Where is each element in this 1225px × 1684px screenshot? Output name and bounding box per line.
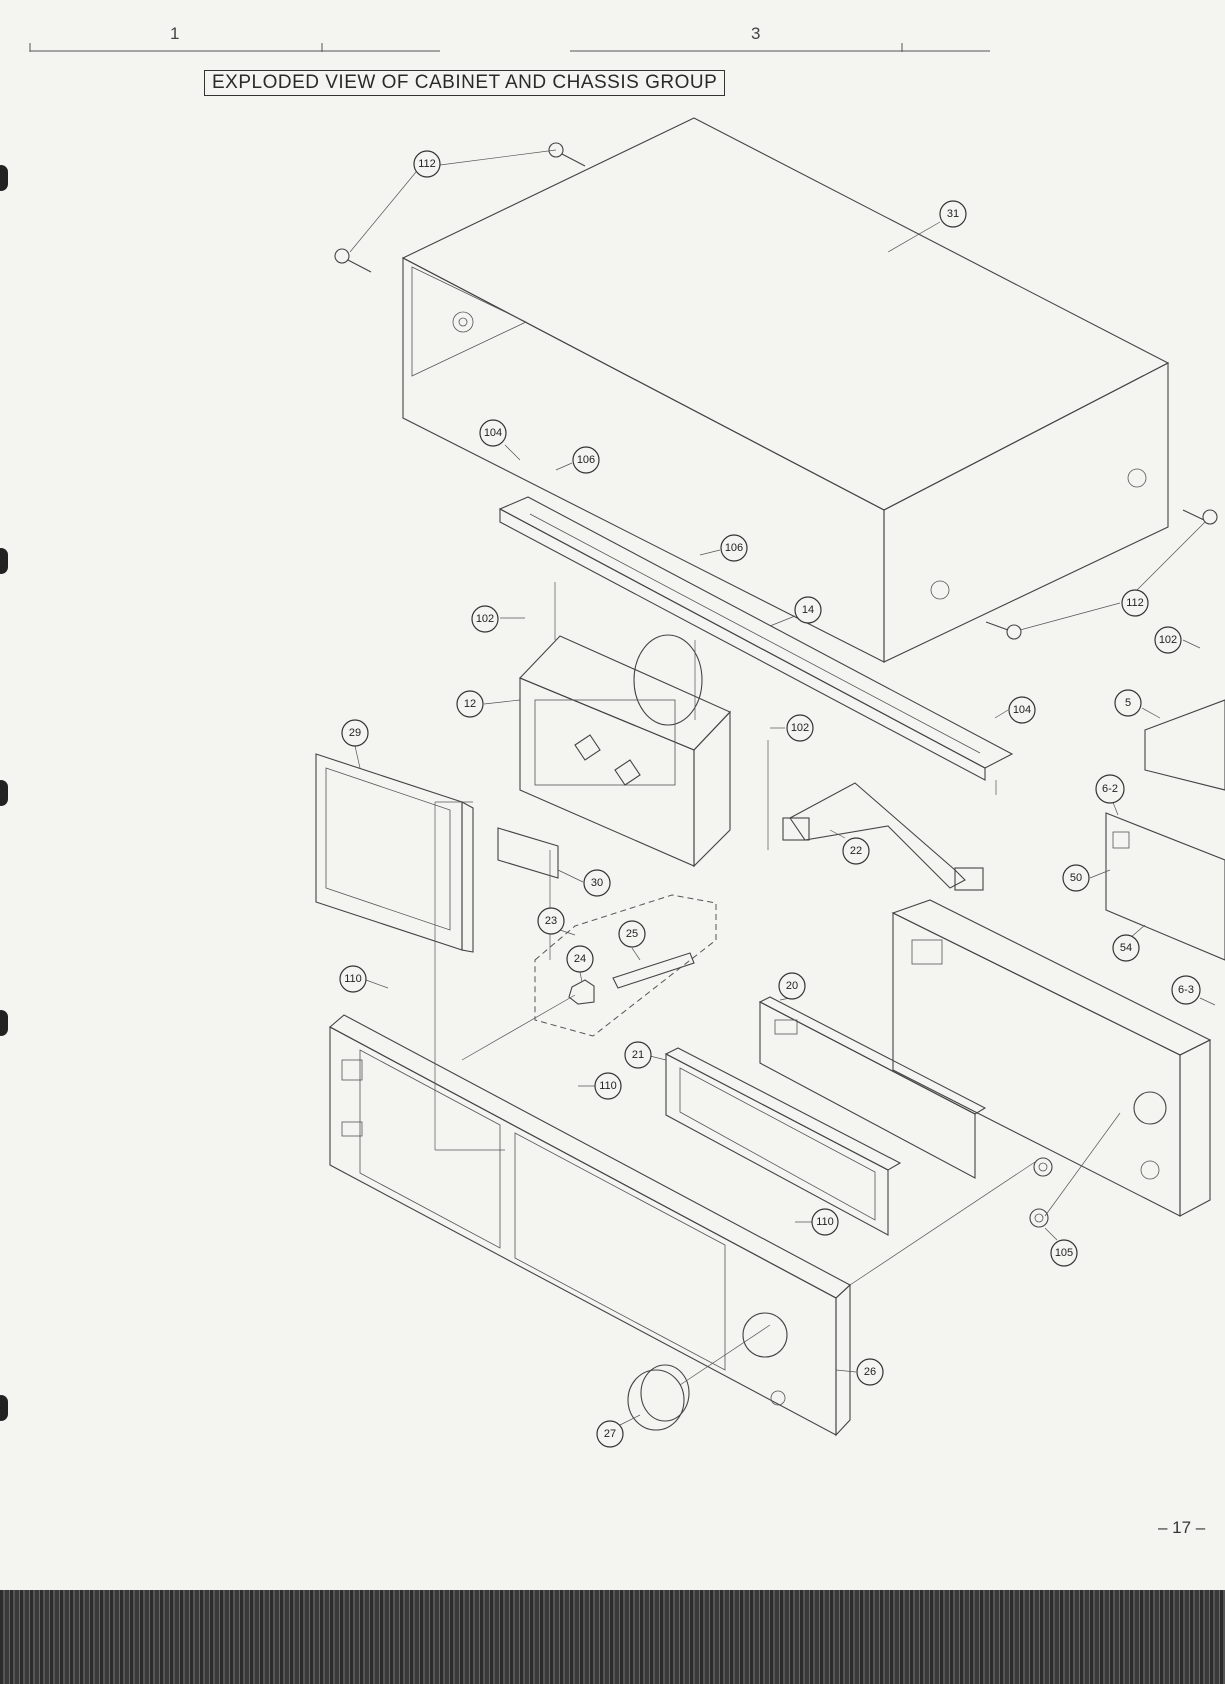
callout-112: 112 (350, 150, 556, 252)
part-labels: 112 31 104 106 106 14 112 102 102 12 104… (340, 150, 1215, 1447)
callout-102: 102 (770, 715, 813, 741)
callout-6-3-text: 6-3 (1178, 984, 1194, 996)
knob-part (628, 1365, 689, 1430)
callout-14: 14 (770, 597, 821, 626)
callout-6-2: 6-2 (1096, 775, 1124, 815)
callout-104: 104 (480, 420, 520, 460)
callout-25-text: 25 (626, 928, 638, 940)
callout-104: 104 (995, 697, 1035, 723)
callout-110-text: 110 (344, 973, 362, 985)
callout-110-text: 110 (599, 1080, 617, 1092)
callout-110: 110 (795, 1209, 838, 1235)
callout-29: 29 (342, 720, 368, 768)
callout-21: 21 (625, 1042, 666, 1068)
callout-27-text: 27 (604, 1428, 616, 1440)
callout-14-text: 14 (802, 604, 814, 616)
callout-106-text: 106 (577, 454, 595, 466)
callout-5: 5 (1115, 690, 1160, 718)
holder-strip-part (498, 828, 558, 878)
callout-104-text: 104 (1013, 704, 1031, 716)
callout-31-text: 31 (947, 208, 959, 220)
hex-nuts (1030, 1158, 1052, 1227)
front-panel-part (330, 1015, 850, 1435)
callout-6-2-text: 6-2 (1102, 783, 1118, 795)
callout-102: 102 (472, 606, 525, 632)
callout-5-text: 5 (1125, 697, 1131, 709)
circuit-board-part (1106, 700, 1225, 960)
callout-105-text: 105 (1055, 1247, 1073, 1259)
callout-24-text: 24 (574, 953, 586, 965)
callout-22-text: 22 (850, 845, 862, 857)
callout-102-text: 102 (1159, 634, 1177, 646)
callout-30: 30 (558, 870, 610, 896)
callout-24: 24 (567, 946, 593, 982)
callout-102-text: 102 (791, 722, 809, 734)
callout-50-text: 50 (1070, 872, 1082, 884)
callout-26-text: 26 (864, 1366, 876, 1378)
callout-50: 50 (1063, 865, 1110, 891)
top-cover-part (403, 118, 1168, 662)
mounting-bracket-part (500, 497, 1012, 780)
callout-27: 27 (597, 1415, 640, 1447)
callout-112-text: 112 (418, 158, 436, 170)
callout-110: 110 (340, 966, 388, 992)
callout-105: 105 (1045, 1228, 1077, 1266)
callout-106: 106 (700, 535, 747, 561)
callout-26: 26 (836, 1359, 883, 1385)
callout-102: 102 (1155, 627, 1200, 653)
flex-cable-part (783, 783, 983, 890)
callout-112-text: 112 (1126, 597, 1144, 609)
callout-20: 20 (779, 973, 805, 1000)
callout-106: 106 (556, 447, 599, 473)
callout-110-text: 110 (816, 1216, 834, 1228)
escutcheon-part (760, 997, 985, 1178)
cassette-mechanism-part (520, 635, 730, 866)
page-number: – 17 – (1158, 1518, 1205, 1538)
callout-6-3: 6-3 (1172, 976, 1215, 1005)
callout-21-text: 21 (632, 1049, 644, 1061)
header-rule (30, 43, 990, 52)
callout-20-text: 20 (786, 980, 798, 992)
callout-30-text: 30 (591, 877, 603, 889)
callout-54: 54 (1113, 925, 1145, 961)
display-window-part (666, 1048, 900, 1235)
callout-110: 110 (578, 1073, 621, 1099)
callout-104-text: 104 (484, 427, 502, 439)
callout-12-text: 12 (464, 698, 476, 710)
scan-edge-band (0, 1590, 1225, 1684)
callout-102-text: 102 (476, 613, 494, 625)
window-frame-part (316, 754, 473, 952)
callout-12: 12 (457, 691, 520, 717)
callout-106-text: 106 (725, 542, 743, 554)
callout-29-text: 29 (349, 727, 361, 739)
callout-54-text: 54 (1120, 942, 1132, 954)
callout-31: 31 (888, 201, 966, 252)
callout-25: 25 (619, 921, 645, 960)
cabinet-screws (335, 143, 1217, 639)
callout-112: 112 (1020, 522, 1205, 630)
callout-23-text: 23 (545, 915, 557, 927)
